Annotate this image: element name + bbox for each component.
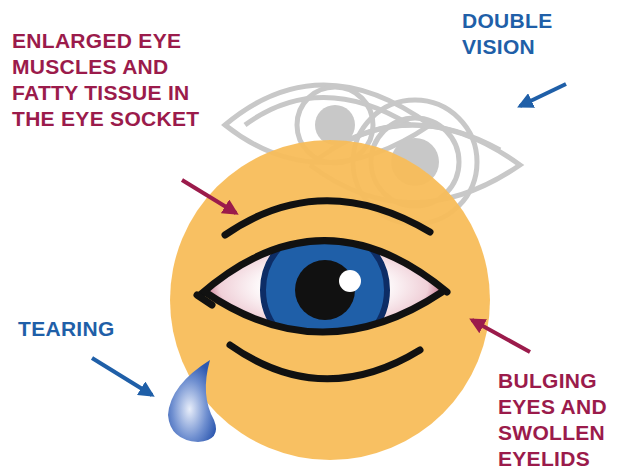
callout-label: DOUBLE VISION — [462, 8, 587, 60]
face-circle — [170, 140, 490, 460]
callout-label: BULGING EYES AND SWOLLEN EYELIDS — [498, 368, 628, 472]
tear-drop — [168, 360, 216, 442]
eyelid-lines — [197, 201, 447, 379]
leader-arrows — [92, 84, 566, 395]
callout-label: ENLARGED EYE MUSCLES AND FATTY TISSUE IN… — [12, 28, 212, 132]
callout-label: TEARING — [18, 316, 158, 342]
